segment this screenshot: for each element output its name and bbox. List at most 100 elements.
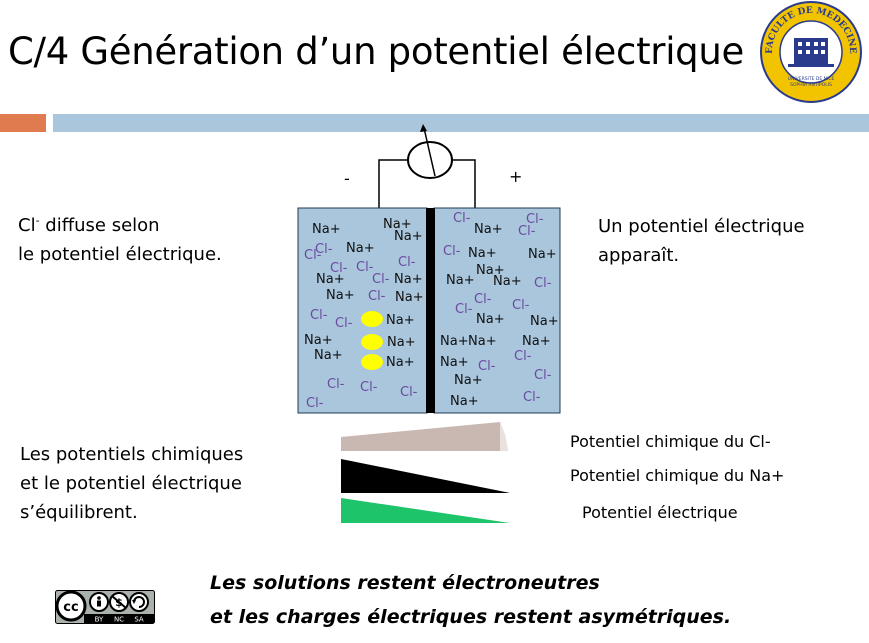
na-ion-label: Na+ (394, 272, 423, 287)
conclusion-line2: et les charges électriques restent asymé… (210, 606, 732, 628)
logo-text-2: SOPHIA ANTIPOLIS (790, 82, 832, 88)
cl-charge: - (35, 214, 40, 227)
voltmeter-icon (407, 124, 453, 179)
na-ion-label: Na+ (346, 241, 375, 256)
na-ion-label: Na+ (440, 334, 469, 349)
accent-bar-blue (53, 114, 869, 132)
right-text: Un potentiel électrique apparaît. (598, 212, 805, 270)
na-ion-label: Na+ (312, 222, 341, 237)
equilibrium-line2: et le potentiel électrique (20, 473, 242, 494)
cl-ion-label: Cl- (526, 212, 544, 227)
cl-ion-label: Cl- (453, 211, 471, 226)
cl-ion-label: Cl- (534, 276, 552, 291)
ions: Na+Na+Na+Cl-Na+Cl-Cl-Cl-Cl-Na+Cl-Na+Na+C… (304, 211, 559, 411)
svg-text:cc: cc (63, 600, 78, 615)
cl-ion-label: Cl- (512, 298, 530, 313)
cl-ion-label: Cl- (330, 261, 348, 276)
na-ion-label: Na+ (395, 290, 424, 305)
na-ion-label: Na+ (394, 229, 423, 244)
cl-ion-label: Cl- (398, 255, 416, 270)
cl-ion-label: Cl- (356, 260, 374, 275)
cc-tag-by: BY (95, 616, 104, 624)
na-ion-label: Na+ (476, 312, 505, 327)
cl-ion-label: Cl- (372, 272, 390, 287)
left-text: Cl- diffuse selon le potentiel électriqu… (18, 206, 222, 269)
cl-ion-label: Cl- (327, 377, 345, 392)
right-text-line2: apparaît. (598, 245, 680, 266)
cl-ion-label: Cl- (304, 248, 322, 263)
cl-symbol: Cl (18, 215, 36, 236)
cl-ion-label: Cl- (455, 302, 473, 317)
equilibrium-line1: Les potentiels chimiques (20, 444, 244, 465)
cl-ion-label: Cl- (368, 289, 386, 304)
cl-ion-label: Cl- (514, 349, 532, 364)
na-ion-label: Na+ (454, 373, 483, 388)
cl-ion-label: Cl- (443, 244, 461, 259)
na-ion-label: Na+ (530, 314, 559, 329)
na-gradient-label: Potentiel chimique du Na+ (570, 466, 785, 485)
gradient-shapes (341, 422, 510, 523)
right-compartment (433, 207, 561, 414)
logo-text-1: UNIVERSITE DE NICE (788, 76, 835, 82)
na-ion-label: Na+ (386, 355, 415, 370)
na-ion-label: Na+ (493, 274, 522, 289)
na-ion-label: Na+ (326, 288, 355, 303)
cl-ion-label: Cl- (518, 224, 536, 239)
left-text-line1-suffix: diffuse selon (39, 215, 160, 236)
cl-ion-label: Cl- (360, 380, 378, 395)
ion-channel (361, 334, 383, 350)
na-ion-label: Na+ (316, 272, 345, 287)
cl-ion-label: Cl- (335, 316, 353, 331)
na-ion-label: Na+ (468, 334, 497, 349)
na-gradient-wedge (341, 459, 510, 493)
left-compartment (297, 207, 428, 414)
ion-channel (361, 354, 383, 370)
right-text-line1: Un potentiel électrique (598, 216, 805, 237)
cc-tag-nc: NC (114, 616, 124, 624)
wire-right (452, 159, 476, 210)
cl-ion-label: Cl- (534, 368, 552, 383)
minus-sign: - (344, 169, 350, 188)
na-ion-label: Na+ (383, 217, 412, 232)
na-ion-label: Na+ (476, 263, 505, 278)
na-ion-label: Na+ (386, 313, 415, 328)
cl-ion-label: Cl- (523, 390, 541, 405)
cc-tag-sa: SA (134, 616, 144, 624)
na-ion-label: Na+ (446, 273, 475, 288)
na-ion-label: Na+ (387, 335, 416, 350)
na-ion-label: Na+ (314, 348, 343, 363)
equilibrium-text: Les potentiels chimiques et le potentiel… (20, 440, 243, 527)
slide-title: C/4 Génération d’un potentiel électrique (8, 30, 744, 73)
na-ion-label: Na+ (304, 333, 333, 348)
electric-gradient-label: Potentiel électrique (582, 503, 738, 522)
electric-gradient-wedge (341, 498, 510, 523)
left-text-line2: le potentiel électrique. (18, 244, 222, 265)
faculty-logo: FACULTE DE MEDECINE UNIVERSITE DE NICE S… (760, 1, 862, 103)
equilibrium-line3: s’équilibrent. (20, 502, 138, 523)
cl-ion-label: Cl- (400, 385, 418, 400)
na-ion-label: Na+ (468, 246, 497, 261)
left-text-line1: Cl- diffuse selon (18, 206, 222, 240)
cl-ion-label: Cl- (474, 292, 492, 307)
na-ion-label: Na+ (450, 394, 479, 409)
na-ion-label: Na+ (474, 222, 503, 237)
na-ion-label: Na+ (528, 247, 557, 262)
cl-ion-label: Cl- (310, 308, 328, 323)
cl-gradient-highlight (500, 422, 508, 451)
cl-gradient-label: Potentiel chimique du Cl- (570, 432, 771, 451)
membrane (426, 208, 435, 413)
cl-ion-label: Cl- (478, 359, 496, 374)
cl-ion-label: Cl- (315, 242, 333, 257)
na-ion-label: Na+ (522, 334, 551, 349)
conclusion-text: Les solutions restent électroneutres et … (210, 566, 731, 634)
plus-sign: + (509, 167, 522, 186)
accent-bar-orange (0, 114, 46, 132)
conclusion-line1: Les solutions restent électroneutres (210, 572, 600, 594)
membrane-diagram: - + Na+Na+Na+Cl-Na+Cl-Cl-Cl-Cl-Na+Cl-Na+… (297, 124, 561, 414)
cl-ion-label: Cl- (306, 396, 324, 411)
wire-left (378, 159, 408, 210)
ion-channel (361, 311, 383, 327)
cl-gradient-wedge (341, 422, 508, 451)
faculty-building-icon (788, 38, 834, 67)
cc-by-nc-sa-icon: cc $ BY NC SA (55, 590, 155, 624)
